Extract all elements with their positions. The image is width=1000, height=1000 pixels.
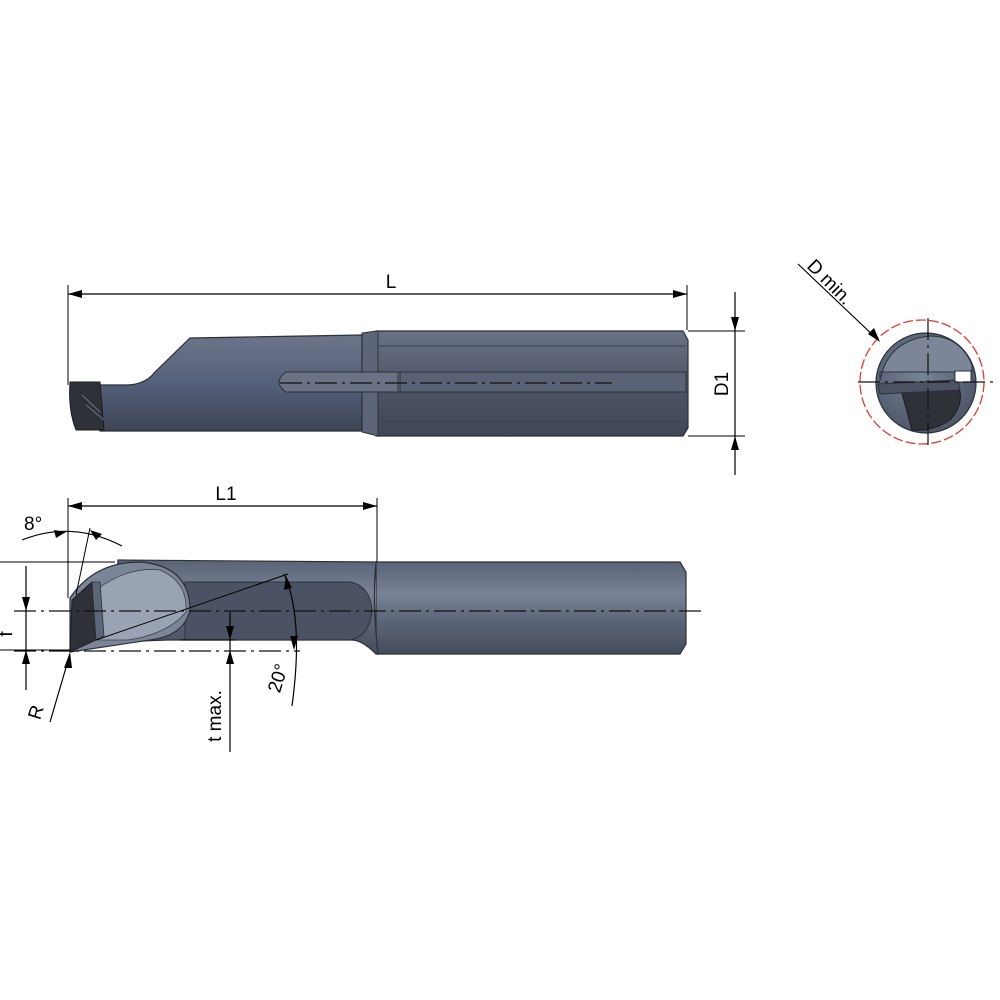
dimension-dmin: D min. <box>797 256 880 342</box>
label-dmin: D min. <box>802 256 856 310</box>
side-view-shank <box>375 561 687 655</box>
top-view <box>69 330 689 437</box>
top-view-clamp-slot <box>399 371 687 393</box>
end-view <box>858 318 994 450</box>
label-L: L <box>386 272 397 293</box>
top-view-neck <box>99 334 363 432</box>
label-20-degree: 20° <box>264 662 292 696</box>
dimension-L: L <box>67 272 688 385</box>
label-t-max: t max. <box>205 690 226 742</box>
label-L1: L1 <box>215 484 236 505</box>
dimension-D1: D1 <box>688 292 745 475</box>
side-view <box>14 559 706 655</box>
label-D1: D1 <box>712 372 733 396</box>
label-R: R <box>25 703 49 722</box>
dimension-R: R <box>25 652 72 723</box>
label-f: f <box>0 631 17 637</box>
label-8-degree: 8° <box>24 514 42 535</box>
dimension-f: f <box>0 561 115 690</box>
dimension-t-max: t max. <box>180 612 236 752</box>
